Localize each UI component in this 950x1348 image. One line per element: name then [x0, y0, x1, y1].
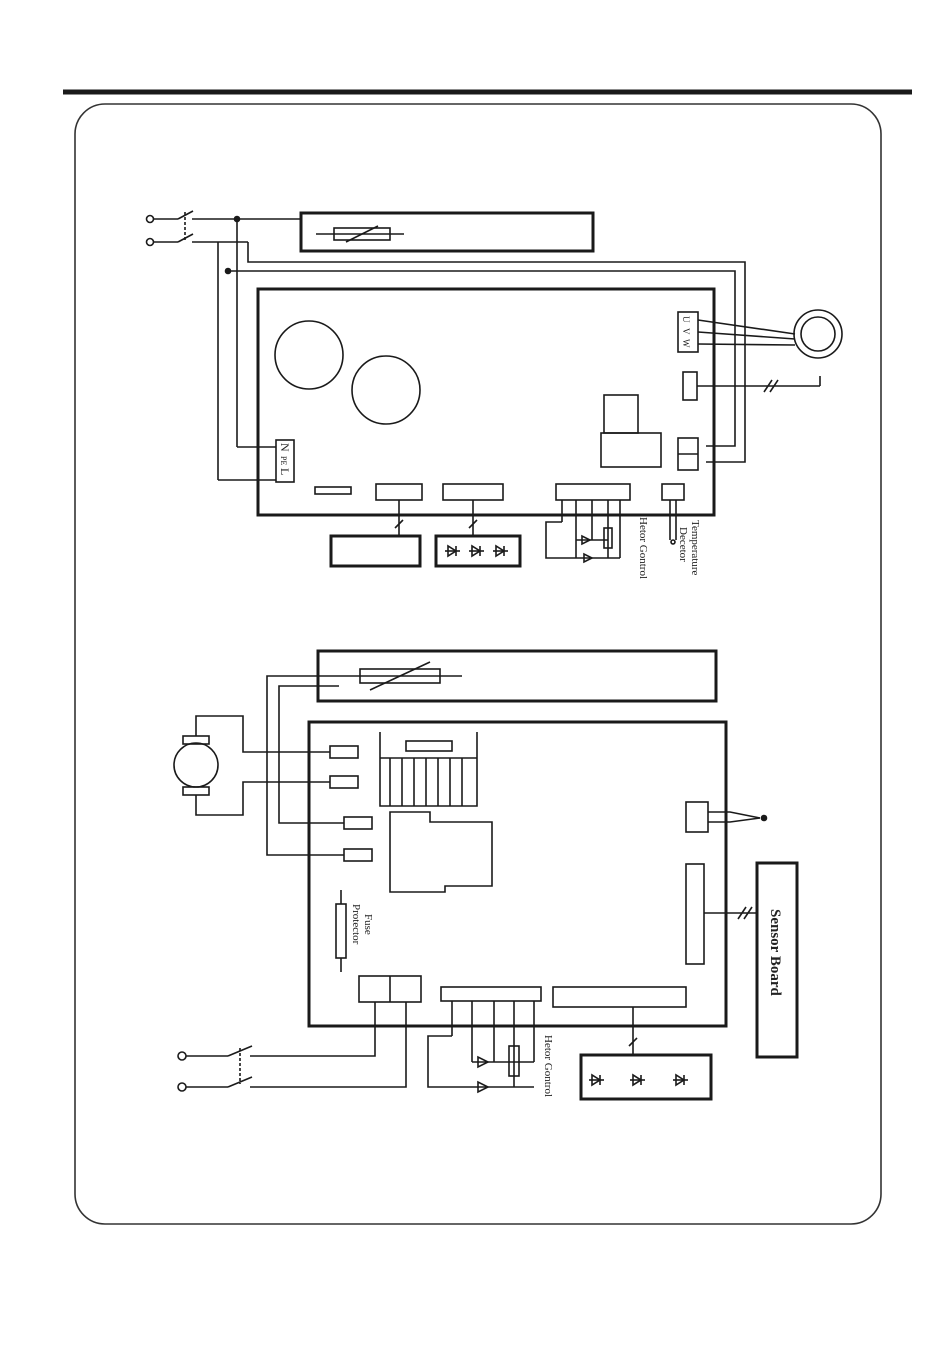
relay-block — [604, 395, 638, 433]
lower-heater-control-label: Hetor Gontrol — [542, 1035, 554, 1097]
protector-label: Protector — [350, 904, 362, 945]
upper-main-board — [258, 289, 714, 515]
connector-temp — [662, 484, 684, 500]
terminal-label-n: N — [278, 443, 292, 452]
motor-terminal-u: U — [681, 316, 691, 323]
fuse-label: Fuse — [362, 914, 374, 935]
temperature-label: Temperature — [689, 520, 701, 576]
lower-power-switch — [178, 1002, 406, 1091]
terminal-label-l: L — [278, 468, 292, 475]
small-connector — [683, 372, 697, 400]
fuse-upper — [315, 487, 351, 494]
upper-heater-control-label: Hetor Gontrol — [637, 517, 649, 579]
upper-supply-wiring — [218, 217, 745, 481]
connector-heater — [556, 484, 630, 500]
lower-sensor-lead — [708, 812, 767, 822]
fan-motor — [174, 716, 330, 815]
upper-heater-control-circuit — [546, 500, 620, 562]
upper-motor — [697, 310, 842, 392]
capacitor-2 — [352, 356, 420, 424]
temperature-sensor-lead — [670, 500, 676, 544]
motor-terminal-v: V — [681, 328, 691, 335]
lower-heater-wiring — [267, 676, 344, 855]
upper-display-boxes — [331, 500, 520, 566]
upper-heater-box — [301, 213, 593, 251]
connector-2 — [443, 484, 503, 500]
motor-terminal-w: W — [681, 339, 691, 348]
upper-power-switch — [147, 211, 301, 246]
lower-heater-box — [318, 651, 716, 701]
detector-label: Decetor — [677, 527, 689, 562]
terminal-label-pe: PE — [279, 456, 288, 465]
connector-1 — [376, 484, 422, 500]
lower-display-box — [581, 1007, 711, 1099]
lower-heater-control-circuit — [428, 1001, 534, 1092]
fuse-protector — [336, 904, 346, 958]
capacitor-1 — [275, 321, 343, 389]
sensor-board-label: Sensor Board — [767, 909, 783, 996]
lower-main-board — [309, 722, 726, 1026]
